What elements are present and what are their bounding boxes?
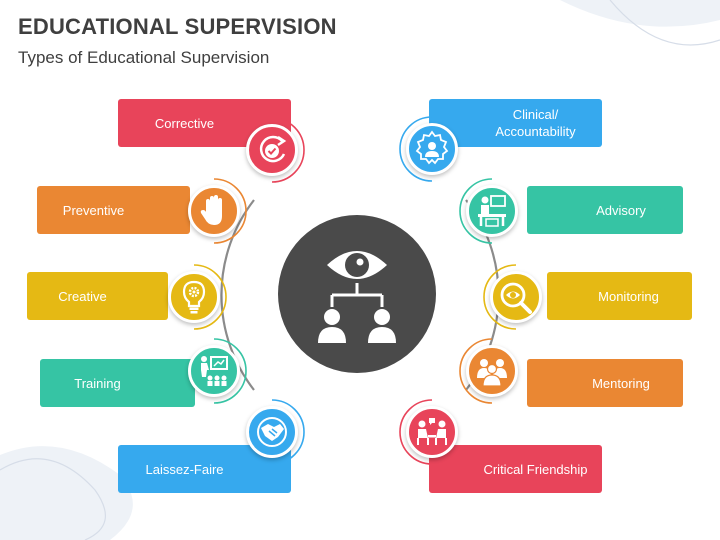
refresh-check-icon bbox=[246, 124, 298, 176]
page-subtitle: Types of Educational Supervision bbox=[18, 48, 270, 67]
bubble-ring-9 bbox=[459, 338, 493, 404]
bubble-ring-3 bbox=[193, 264, 227, 330]
type-label-3: Creative bbox=[27, 272, 168, 320]
bubble-ring-2 bbox=[213, 178, 247, 244]
bubble-ring-10 bbox=[399, 399, 433, 465]
type-label-8: Monitoring bbox=[547, 272, 692, 320]
bubble-ring-6 bbox=[399, 116, 433, 182]
type-label-4: Training bbox=[40, 359, 195, 407]
bubble-ring-5 bbox=[271, 399, 305, 465]
type-label-5: Laissez-Faire bbox=[118, 445, 291, 493]
handshake-icon bbox=[246, 406, 298, 458]
presentation-icon bbox=[188, 345, 240, 397]
bubble-ring-7 bbox=[459, 178, 493, 244]
type-label-10: Critical Friendship bbox=[429, 445, 602, 493]
bubble-ring-8 bbox=[483, 264, 517, 330]
advisor-desk-icon bbox=[466, 185, 518, 237]
type-label-7: Advisory bbox=[527, 186, 683, 234]
center-circle bbox=[278, 215, 436, 373]
gear-person-icon bbox=[406, 123, 458, 175]
bubble-ring-4 bbox=[213, 338, 247, 404]
stop-hand-icon bbox=[188, 185, 240, 237]
type-label-2: Preventive bbox=[37, 186, 190, 234]
type-label-6: Clinical/ Accountability bbox=[429, 99, 602, 147]
page-title: EDUCATIONAL SUPERVISION bbox=[18, 14, 337, 39]
lightbulb-gear-icon bbox=[168, 271, 220, 323]
magnifier-eye-icon bbox=[490, 271, 542, 323]
bubble-ring-1 bbox=[271, 117, 305, 183]
eye-hierarchy-icon bbox=[318, 251, 396, 343]
type-label-9: Mentoring bbox=[527, 359, 683, 407]
two-people-talking-icon bbox=[406, 406, 458, 458]
group-people-icon bbox=[466, 345, 518, 397]
